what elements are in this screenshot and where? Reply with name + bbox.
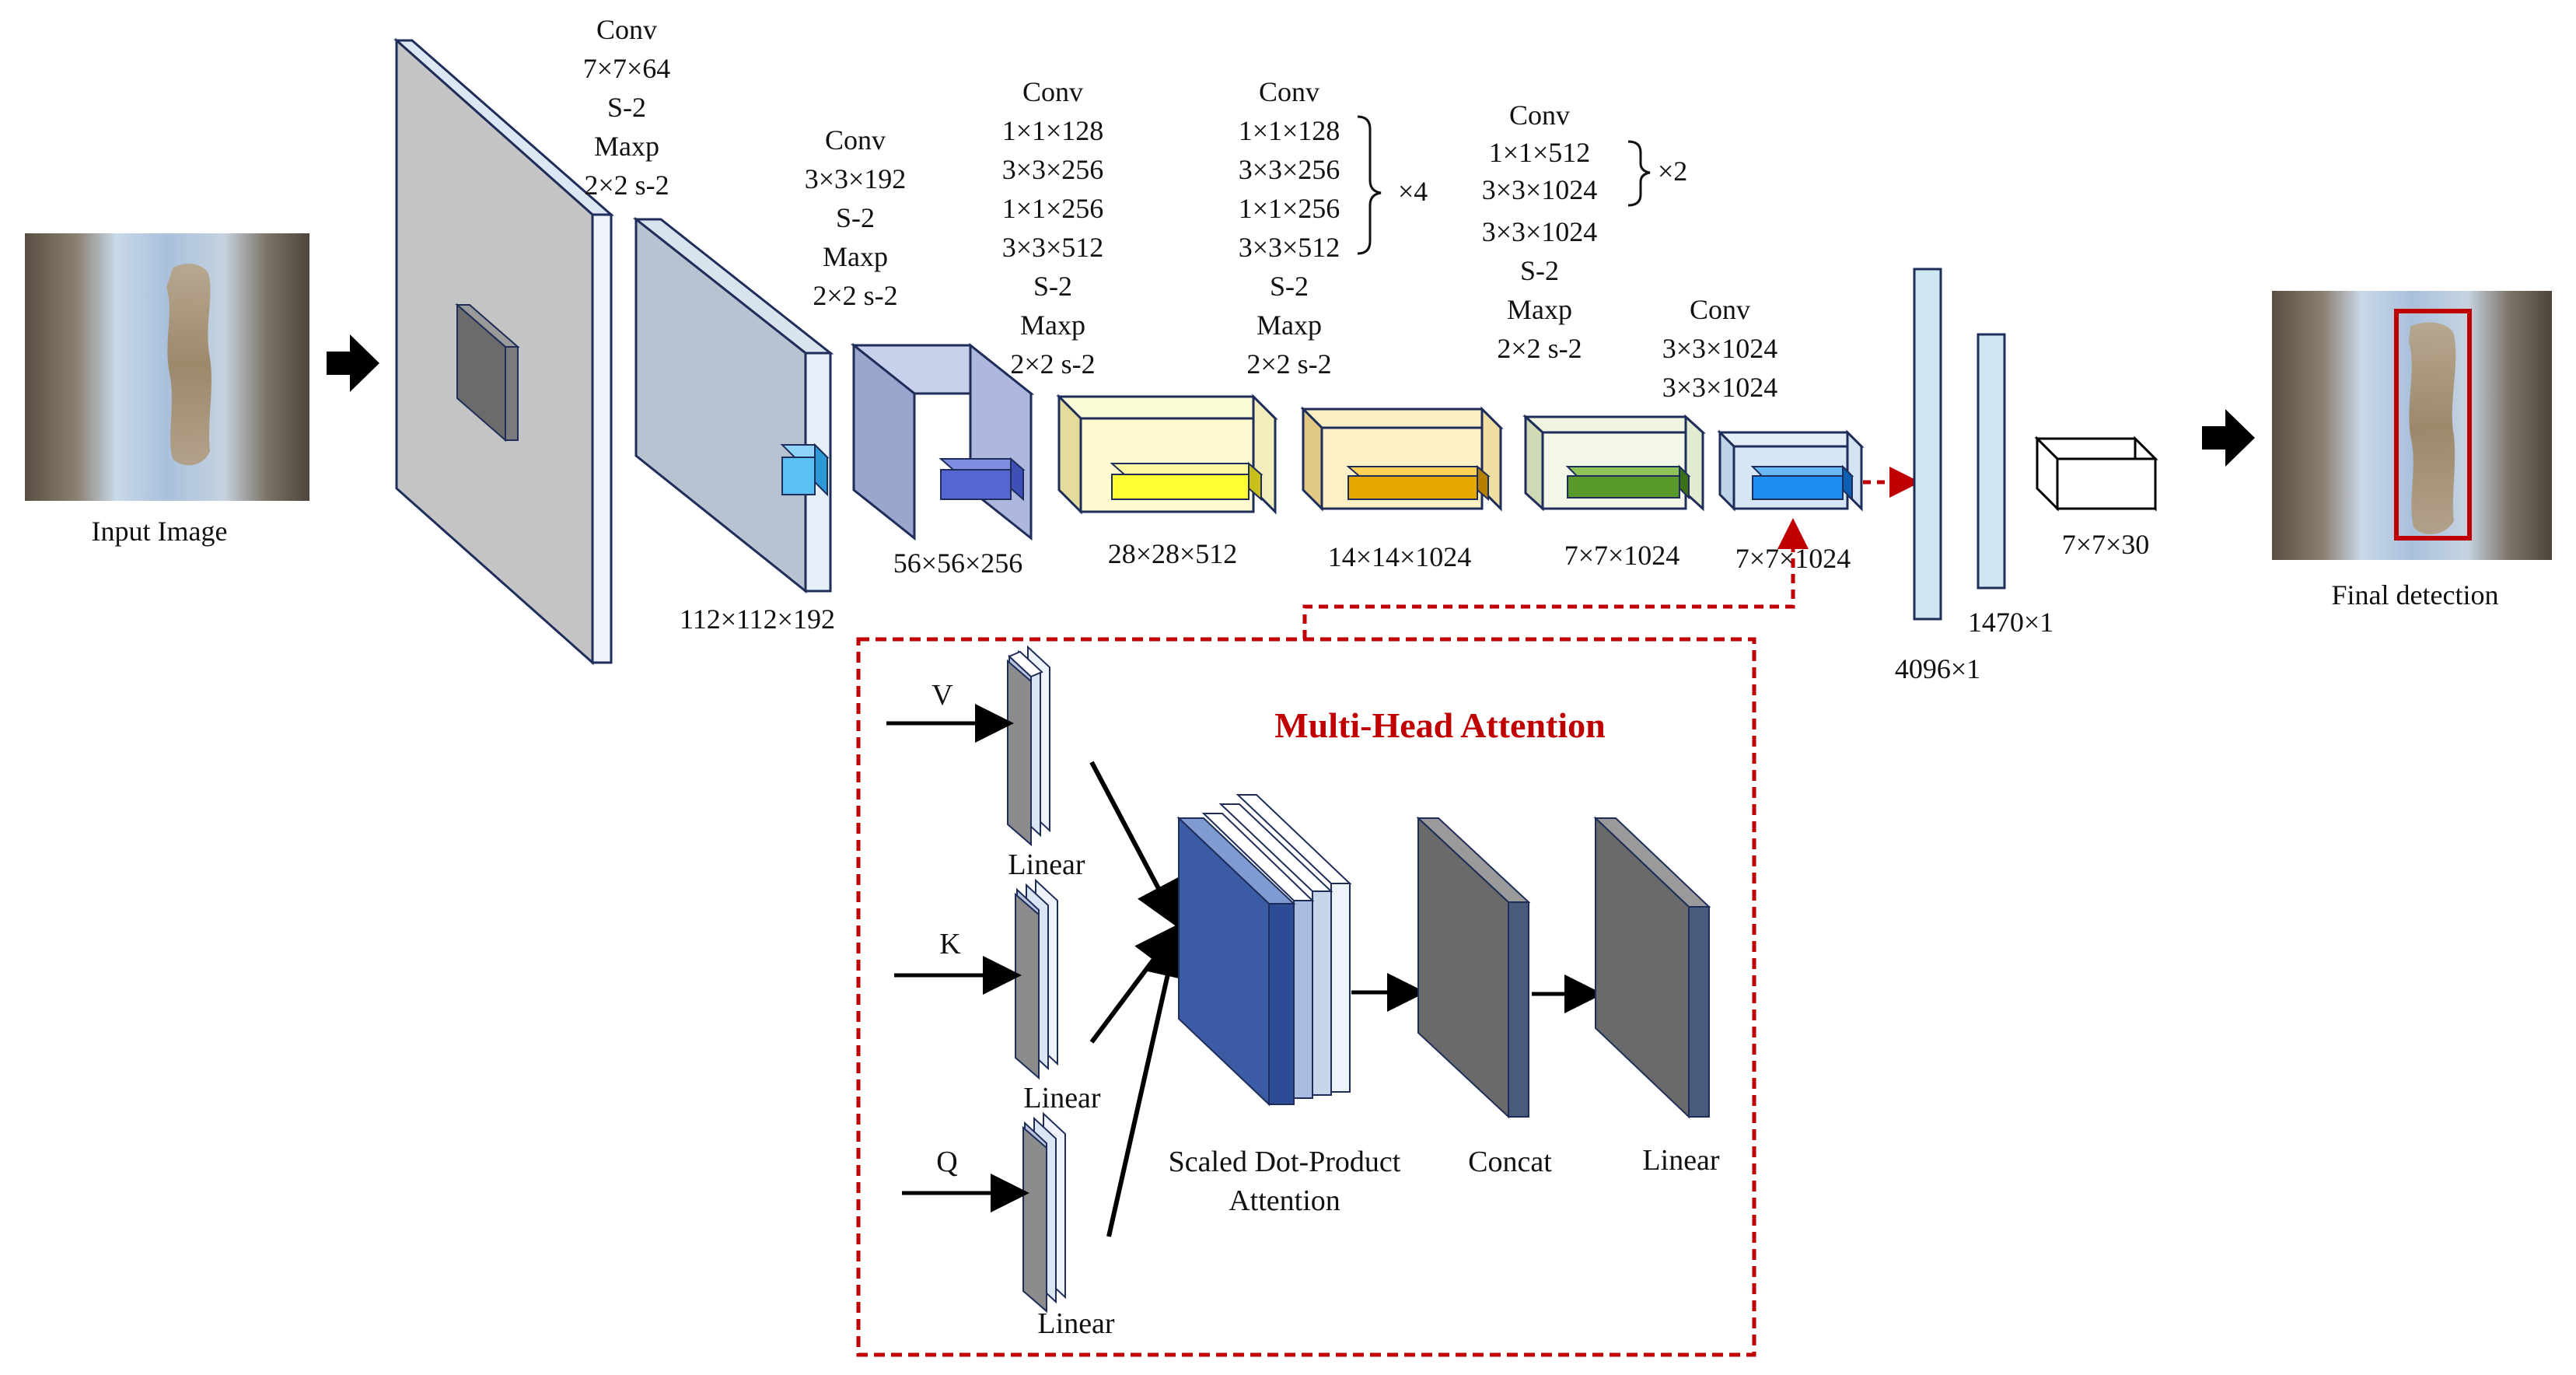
svg-text:2×2 s-2: 2×2 s-2 [1497, 333, 1582, 364]
fc-layer-1470 [1977, 333, 2006, 590]
brace-icon [1627, 140, 1651, 207]
svg-text:Conv: Conv [825, 124, 886, 156]
svg-text:3×3×512: 3×3×512 [1002, 232, 1104, 263]
attention-input-q: Q [936, 1146, 957, 1178]
final-linear-plane [1593, 816, 1711, 1119]
input-image-label: Input Image [92, 516, 228, 547]
stage7-block [1717, 429, 1865, 512]
attention-input-v: V [931, 679, 953, 712]
svg-text:1×1×128: 1×1×128 [1002, 115, 1104, 146]
red-dashed-connector [1302, 518, 1809, 639]
svg-text:3×3×192: 3×3×192 [805, 163, 907, 194]
output-tensor-block [2034, 436, 2158, 512]
svg-text:S-2: S-2 [1520, 255, 1559, 286]
attention-input-k: K [939, 928, 961, 960]
stage1-conv-annotation: Conv 7×7×64 S-2 Maxp 2×2 s-2 [583, 14, 671, 201]
detection-bounding-box [2394, 309, 2472, 541]
fc-layer-4096 [1913, 268, 1942, 621]
stage3-block [850, 342, 1035, 541]
stage3-size-label: 56×56×256 [893, 548, 1023, 579]
svg-text:2×2 s-2: 2×2 s-2 [1010, 348, 1095, 380]
svg-text:7×7×64: 7×7×64 [583, 53, 671, 84]
fc4096-size-label: 4096×1 [1895, 653, 1980, 684]
v-to-sdpa-arrow [1089, 761, 1180, 929]
stage6-size-label: 7×7×1024 [1564, 540, 1680, 571]
concat-label: Concat [1468, 1146, 1552, 1178]
svg-text:3×3×1024: 3×3×1024 [1662, 333, 1778, 364]
stage2-size-label: 112×112×192 [680, 604, 835, 635]
svg-text:2×2 s-2: 2×2 s-2 [1246, 348, 1331, 380]
sdpa-stack [1176, 794, 1352, 1107]
linear-label-k: Linear [1023, 1082, 1101, 1114]
svg-text:3×3×1024: 3×3×1024 [1482, 174, 1598, 205]
linear-stack-v [1007, 645, 1050, 847]
svg-text:S-2: S-2 [836, 202, 875, 233]
fc1470-size-label: 1470×1 [1968, 607, 2053, 638]
svg-text:2×2 s-2: 2×2 s-2 [813, 280, 897, 311]
svg-text:3×3×256: 3×3×256 [1002, 154, 1104, 185]
stage6-block [1522, 414, 1706, 512]
big-arrow-icon [327, 334, 379, 392]
svg-text:Conv: Conv [1509, 100, 1570, 131]
stage5-repeat-label: ×2 [1658, 156, 1687, 187]
stage5-size-label: 14×14×1024 [1328, 541, 1472, 572]
stage5-block [1300, 406, 1504, 512]
svg-text:3×3×1024: 3×3×1024 [1482, 216, 1598, 247]
stage6-conv-annotation: Conv 3×3×1024 3×3×1024 [1662, 294, 1778, 403]
svg-text:Maxp: Maxp [1257, 310, 1322, 341]
svg-text:Maxp: Maxp [1507, 294, 1572, 325]
sdpa-label-line1: Scaled Dot-Product [1169, 1146, 1401, 1178]
svg-text:1×1×512: 1×1×512 [1489, 137, 1591, 168]
svg-text:3×3×512: 3×3×512 [1239, 232, 1340, 263]
svg-text:Conv: Conv [1690, 294, 1750, 325]
svg-text:1×1×256: 1×1×256 [1239, 193, 1340, 224]
big-arrow-icon [2202, 409, 2255, 467]
svg-text:3×3×1024: 3×3×1024 [1662, 372, 1778, 403]
stage3-conv-annotation: Conv 1×1×128 3×3×256 1×1×256 3×3×512 S-2… [1002, 76, 1104, 380]
linear-label-q: Linear [1037, 1307, 1115, 1340]
sdpa-label-line2: Attention [1229, 1184, 1340, 1217]
stage1-block [393, 37, 614, 666]
svg-text:3×3×256: 3×3×256 [1239, 154, 1340, 185]
linear-stack-k [1015, 878, 1058, 1080]
final-linear-label: Linear [1642, 1144, 1720, 1177]
stage5-conv-annotation: Conv 1×1×512 3×3×1024 3×3×1024 S-2 Maxp … [1482, 100, 1688, 364]
svg-text:Maxp: Maxp [1020, 310, 1085, 341]
stage2-block [632, 216, 834, 594]
svg-text:S-2: S-2 [1033, 271, 1072, 302]
svg-text:2×2 s-2: 2×2 s-2 [584, 170, 669, 201]
svg-text:Conv: Conv [596, 14, 657, 45]
output-size-label: 7×7×30 [2062, 529, 2150, 560]
svg-text:Conv: Conv [1022, 76, 1083, 107]
svg-text:S-2: S-2 [1270, 271, 1309, 302]
svg-text:1×1×256: 1×1×256 [1002, 193, 1104, 224]
linear-stack-q [1022, 1111, 1066, 1314]
final-detection-image [2272, 291, 2552, 560]
linear-label-v: Linear [1008, 848, 1085, 881]
q-to-sdpa-arrow [1106, 930, 1190, 1237]
svg-text:Maxp: Maxp [823, 241, 888, 272]
concat-plane [1416, 816, 1531, 1119]
stage2-conv-annotation: Conv 3×3×192 S-2 Maxp 2×2 s-2 [805, 124, 907, 311]
brace-icon [1357, 115, 1382, 255]
stage4-conv-annotation: Conv 1×1×128 3×3×256 1×1×256 3×3×512 S-2… [1239, 76, 1428, 380]
svg-text:Maxp: Maxp [594, 131, 659, 162]
stage4-repeat-label: ×4 [1398, 176, 1428, 207]
attention-box [856, 637, 1756, 1357]
input-image [25, 233, 309, 501]
final-detection-label: Final detection [2332, 579, 2499, 611]
svg-text:1×1×128: 1×1×128 [1239, 115, 1340, 146]
stage4-size-label: 28×28×512 [1108, 538, 1238, 569]
svg-text:S-2: S-2 [607, 92, 646, 123]
svg-text:Conv: Conv [1259, 76, 1319, 107]
attention-title: Multi-Head Attention [1274, 705, 1605, 745]
stage4-block [1056, 394, 1278, 515]
